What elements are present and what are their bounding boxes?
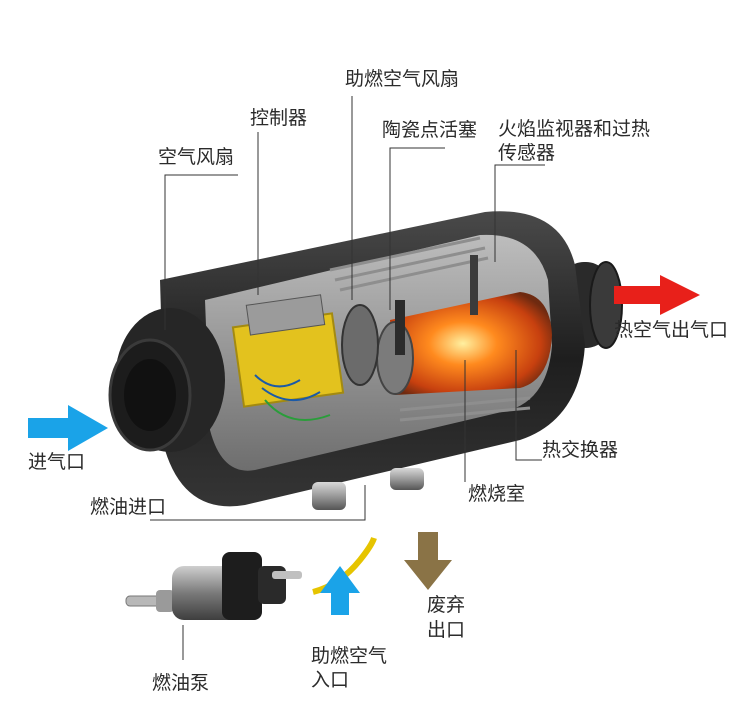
fuel-pump <box>125 552 302 620</box>
heater-body <box>108 211 623 510</box>
label-fuel-pump: 燃油泵 <box>152 672 210 694</box>
label-fuel-inlet: 燃油进口 <box>90 496 167 518</box>
label-ceramic-glow-plug: 陶瓷点活塞 <box>382 119 478 141</box>
label-hot-air-outlet: 热空气出气口 <box>614 319 729 341</box>
exhaust-arrow <box>404 532 452 590</box>
label-exhaust-line1: 废弃 <box>427 594 466 616</box>
label-heat-exchanger: 热交换器 <box>542 439 619 461</box>
label-flame-sensor-line1: 火焰监视器和过热 <box>498 118 651 140</box>
inlet-arrow <box>28 405 108 451</box>
label-combustion-fan: 助燃空气风扇 <box>345 68 460 90</box>
leader-lines <box>150 96 545 660</box>
label-air-inlet: 进气口 <box>28 451 86 473</box>
combustion-air-arrow <box>312 537 377 615</box>
label-controller: 控制器 <box>250 107 308 129</box>
label-exhaust-line2: 出口 <box>427 619 466 641</box>
label-flame-sensor-line2: 传感器 <box>498 142 556 164</box>
label-combustion-air-line1: 助燃空气 <box>311 645 388 667</box>
label-combustion-chamber: 燃烧室 <box>468 483 526 505</box>
label-air-fan: 空气风扇 <box>158 146 235 168</box>
outlet-arrow <box>614 275 700 315</box>
label-combustion-air-line2: 入口 <box>311 669 350 691</box>
